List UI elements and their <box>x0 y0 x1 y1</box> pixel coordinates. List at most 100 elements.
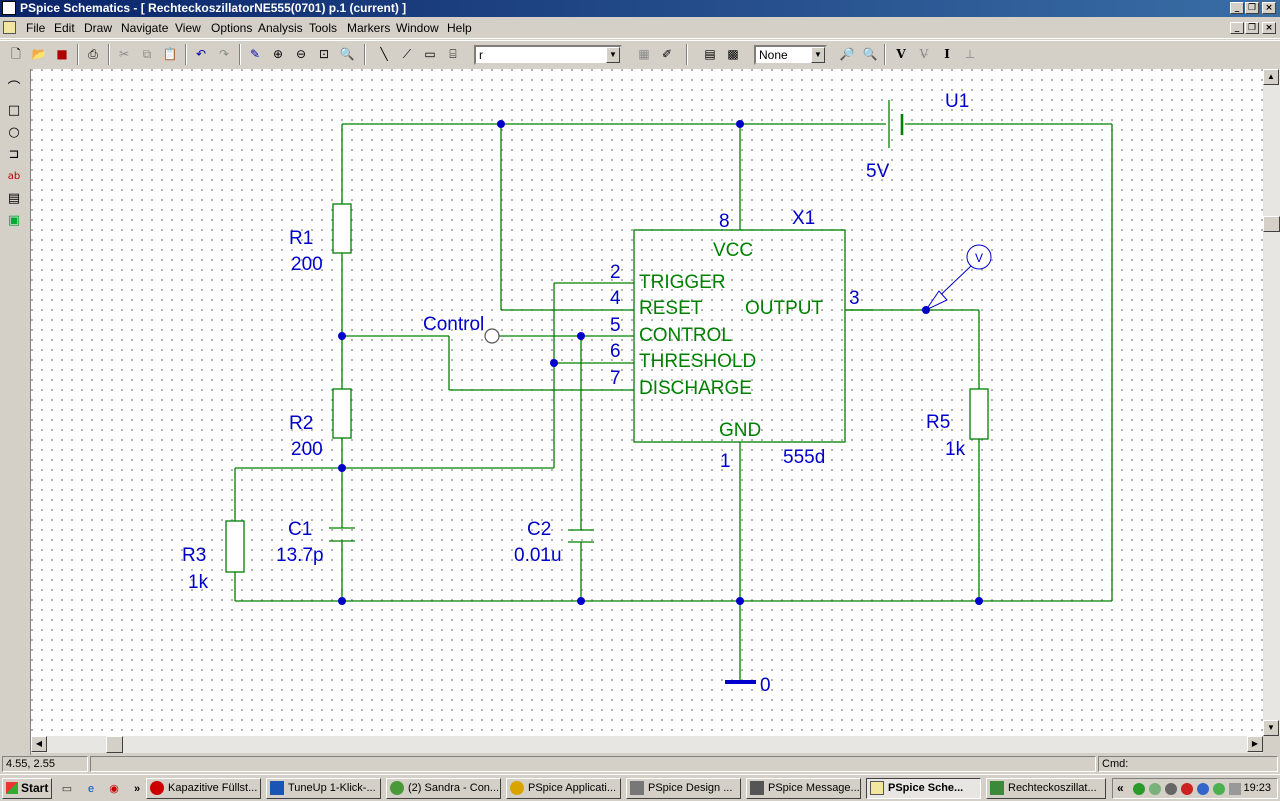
schematic-canvas[interactable]: V U1 5V X1 555d R1 200 R2 200 R3 1k <box>31 69 1263 736</box>
draw-bus-icon[interactable]: ⟋ <box>402 47 412 61</box>
zoom-in-icon[interactable]: ⊕ <box>272 47 284 61</box>
edit-attributes-icon[interactable]: ▦ <box>638 47 650 61</box>
simulate-icon[interactable]: ▩ <box>727 47 739 61</box>
voltage-diff-marker-icon[interactable]: V̶ <box>919 47 929 61</box>
resistor-r1[interactable] <box>332 203 352 254</box>
text-box-icon[interactable]: ▤ <box>7 191 21 206</box>
scroll-left-icon[interactable]: ◀ <box>31 736 47 752</box>
app-icon[interactable] <box>2 1 16 15</box>
paste-icon[interactable]: 📋 <box>162 47 178 61</box>
show-desktop-icon[interactable]: ▭ <box>61 783 73 795</box>
redraw-icon[interactable]: ✎ <box>249 47 261 61</box>
new-file-icon[interactable]: 🗋 <box>11 47 21 61</box>
edit-symbol-icon[interactable]: ✐ <box>661 47 673 61</box>
zoom-area-icon[interactable]: ⊡ <box>318 47 330 61</box>
menu-window[interactable]: Window <box>396 21 439 35</box>
get-part-icon[interactable]: ⌸ <box>449 47 457 61</box>
voltage-probe-marker[interactable] <box>924 244 992 312</box>
task-button[interactable]: (2) Sandra - Con... <box>386 778 501 799</box>
scroll-up-icon[interactable]: ▲ <box>1263 69 1279 85</box>
draw-box-icon[interactable]: □ <box>7 103 21 118</box>
task-button[interactable]: Kapazitive Füllst... <box>146 778 261 799</box>
doc-restore-button[interactable]: ❐ <box>1245 22 1259 34</box>
tray-messenger-icon[interactable] <box>1149 783 1161 795</box>
menu-draw[interactable]: Draw <box>84 21 113 35</box>
chevron-down-icon[interactable]: ▼ <box>606 47 620 63</box>
cut-icon[interactable]: ✂ <box>118 47 130 61</box>
start-button[interactable]: Start <box>2 778 52 799</box>
probe-zoom-icon[interactable]: 🔎 <box>839 47 855 61</box>
horizontal-scroll-thumb[interactable] <box>106 736 123 753</box>
internet-explorer-icon[interactable]: e <box>87 783 95 795</box>
clock[interactable]: 19:23 <box>1243 782 1271 794</box>
vertical-scroll-thumb[interactable] <box>1263 216 1280 232</box>
enable-bias-icon[interactable]: ⊥ <box>964 47 976 61</box>
menu-help[interactable]: Help <box>447 21 472 35</box>
resistor-r2[interactable] <box>332 388 352 439</box>
task-button[interactable]: TuneUp 1-Klick-... <box>266 778 381 799</box>
control-port-connector[interactable] <box>484 328 500 344</box>
ic-x1-body[interactable] <box>633 229 846 443</box>
voltage-marker-icon[interactable]: V <box>896 47 906 61</box>
current-marker-icon[interactable]: I <box>944 47 950 61</box>
menu-view[interactable]: View <box>175 21 201 35</box>
menu-tools[interactable]: Tools <box>309 21 338 35</box>
scroll-down-icon[interactable]: ▼ <box>1263 720 1279 736</box>
close-button[interactable]: × <box>1262 2 1276 14</box>
tray-status-icon[interactable] <box>1133 783 1145 795</box>
resistor-r5[interactable] <box>969 388 989 440</box>
capacitor-c2[interactable] <box>568 529 594 543</box>
doc-minimize-button[interactable]: _ <box>1230 22 1244 34</box>
menu-navigate[interactable]: Navigate <box>121 21 169 35</box>
draw-wire-icon[interactable]: ╲ <box>380 47 388 61</box>
menu-file[interactable]: File <box>26 21 46 35</box>
draw-block-icon[interactable]: ▭ <box>424 47 436 61</box>
redo-icon[interactable]: ↷ <box>218 47 230 61</box>
draw-circle-icon[interactable]: ○ <box>8 125 20 140</box>
setup-analysis-icon[interactable]: ▤ <box>704 47 716 61</box>
draw-arc-icon[interactable]: ⌒ <box>7 81 21 96</box>
tray-wifi-icon[interactable] <box>1213 783 1225 795</box>
chevron-down-icon[interactable]: ▼ <box>811 47 825 63</box>
tray-network-icon[interactable] <box>1165 783 1177 795</box>
task-button[interactable]: Rechteckoszillat... <box>986 778 1106 799</box>
doc-close-button[interactable]: × <box>1262 22 1276 34</box>
tray-volume-icon[interactable] <box>1197 783 1209 795</box>
capacitor-c1[interactable] <box>329 527 355 542</box>
tray-display-icon[interactable] <box>1229 783 1241 795</box>
print-icon[interactable]: ⎙ <box>88 47 98 61</box>
undo-icon[interactable]: ↶ <box>195 47 207 61</box>
menu-edit[interactable]: Edit <box>54 21 75 35</box>
zoom-fit-icon[interactable]: 🔍 <box>339 47 355 61</box>
horizontal-scrollbar[interactable]: ◀ ▶ <box>31 736 1263 753</box>
draw-polyline-icon[interactable]: ⊐ <box>8 147 20 162</box>
save-icon[interactable]: ■ <box>56 47 68 61</box>
part-name-field[interactable]: r ▼ <box>474 45 622 65</box>
menu-options[interactable]: Options <box>211 21 253 35</box>
battery-u1[interactable] <box>888 100 904 148</box>
command-field[interactable]: Cmd: <box>1098 756 1278 772</box>
task-button[interactable]: PSpice Applicati... <box>506 778 621 799</box>
task-button-active[interactable]: PSpice Sche... <box>866 778 981 799</box>
task-button[interactable]: PSpice Design ... <box>626 778 741 799</box>
tray-expand-chevron[interactable]: « <box>1117 781 1124 795</box>
task-button[interactable]: PSpice Message... <box>746 778 861 799</box>
text-color-icon[interactable]: ab <box>7 171 21 182</box>
tray-security-icon[interactable] <box>1181 783 1193 795</box>
menu-markers[interactable]: Markers <box>347 21 391 35</box>
zoom-out-icon[interactable]: ⊖ <box>295 47 307 61</box>
marker-combo[interactable]: None ▼ <box>754 45 827 65</box>
minimize-button[interactable]: _ <box>1230 2 1244 14</box>
resistor-r3[interactable] <box>225 520 245 573</box>
document-icon[interactable] <box>3 21 16 34</box>
quicklaunch-app-icon[interactable]: ◉ <box>109 783 119 795</box>
insert-picture-icon[interactable]: ▣ <box>7 213 21 228</box>
scroll-right-icon[interactable]: ▶ <box>1247 736 1263 752</box>
open-folder-icon[interactable]: 📂 <box>31 47 47 61</box>
menu-analysis[interactable]: Analysis <box>258 21 303 35</box>
quicklaunch-chevron[interactable]: » <box>133 783 141 795</box>
vertical-scrollbar[interactable]: ▲ ▼ <box>1263 69 1280 736</box>
maximize-button[interactable]: ❐ <box>1245 2 1259 14</box>
copy-icon[interactable]: ⧉ <box>142 47 152 61</box>
probe-icon[interactable]: 🔍 <box>862 47 878 61</box>
